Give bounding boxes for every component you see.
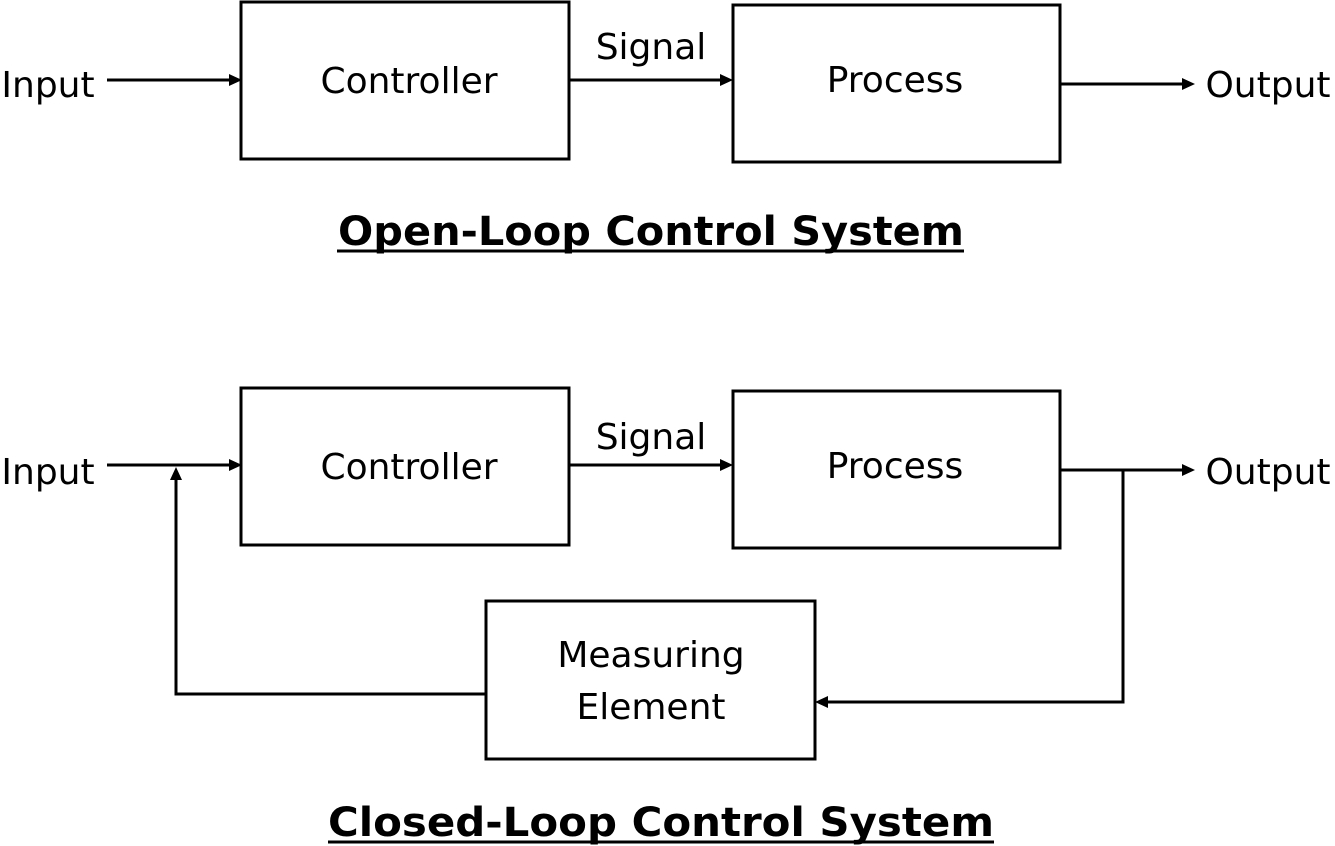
- measuring-element-block: [484, 599, 817, 761]
- open-loop-output-arrowhead: [1182, 78, 1195, 90]
- open-loop-signal-label: Signal: [596, 27, 707, 68]
- open-loop-signal-arrowhead: [720, 74, 733, 86]
- open-loop-controller-block: [239, 0, 571, 161]
- open-loop-input-arrowhead: [229, 74, 242, 86]
- feedback-to-measuring-arrowhead: [815, 696, 828, 708]
- open-loop-controller-label: Controller: [320, 61, 497, 102]
- closed-loop-controller-block: [239, 386, 571, 547]
- measuring-element-label-line1: Measuring: [557, 635, 744, 676]
- open-loop-title: Open-Loop Control System: [338, 209, 964, 255]
- open-loop-diagram: Input Controller Signal Process Output O…: [1, 0, 1331, 255]
- closed-loop-process-label: Process: [827, 446, 964, 487]
- closed-loop-controller-label: Controller: [320, 447, 497, 488]
- closed-loop-output-label: Output: [1205, 452, 1330, 493]
- measuring-element-label-line2: Element: [576, 687, 725, 728]
- closed-loop-signal-arrowhead: [720, 459, 733, 471]
- closed-loop-input-arrowhead: [229, 459, 242, 471]
- feedback-path-to-measuring: [826, 470, 1125, 704]
- open-loop-input-label: Input: [1, 65, 94, 106]
- open-loop-process-block: [731, 3, 1062, 164]
- closed-loop-title: Closed-Loop Control System: [328, 800, 994, 846]
- feedback-path-to-input: [174, 480, 486, 696]
- closed-loop-output-arrowhead: [1182, 464, 1195, 476]
- open-loop-process-label: Process: [827, 60, 964, 101]
- closed-loop-input-label: Input: [1, 452, 94, 493]
- closed-loop-diagram: Input Controller Signal Process Output M…: [1, 386, 1331, 846]
- feedback-to-input-arrowhead: [170, 467, 182, 480]
- closed-loop-signal-label: Signal: [596, 417, 707, 458]
- open-loop-output-label: Output: [1205, 65, 1330, 106]
